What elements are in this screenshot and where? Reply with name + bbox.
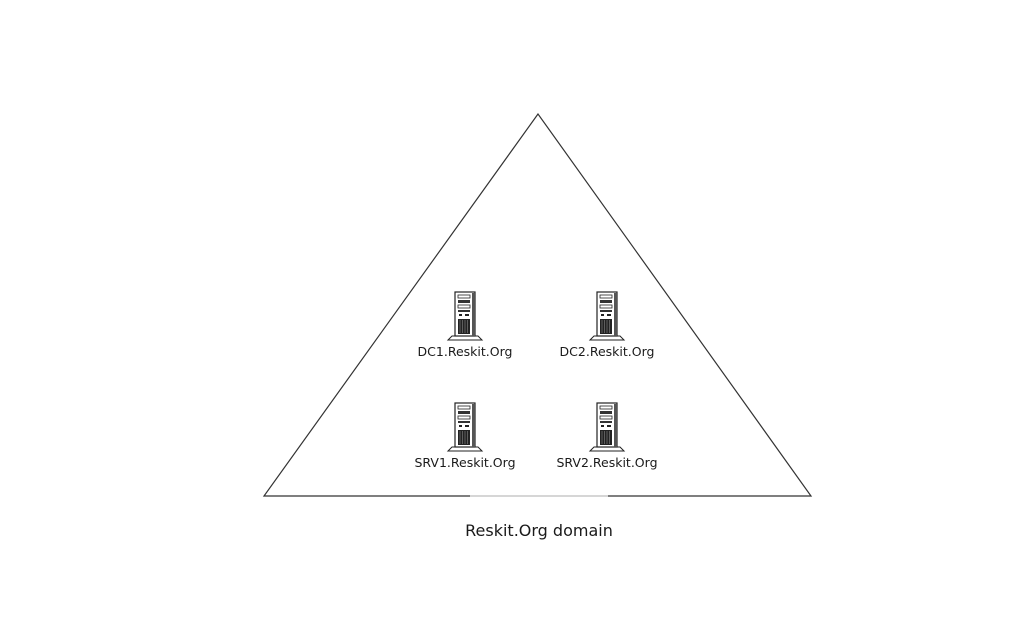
server-node-srv2[interactable]: SRV2.Reskit.Org [556,402,658,470]
domain-triangle [262,112,813,497]
domain-caption: Reskit.Org domain [465,521,613,540]
server-label: SRV1.Reskit.Org [414,455,515,470]
server-label: DC1.Reskit.Org [418,344,513,359]
server-node-dc1[interactable]: DC1.Reskit.Org [418,291,513,359]
server-node-srv1[interactable]: SRV1.Reskit.Org [414,402,516,470]
server-node-dc2[interactable]: DC2.Reskit.Org [560,291,655,359]
server-label: SRV2.Reskit.Org [556,455,657,470]
server-label: DC2.Reskit.Org [560,344,655,359]
